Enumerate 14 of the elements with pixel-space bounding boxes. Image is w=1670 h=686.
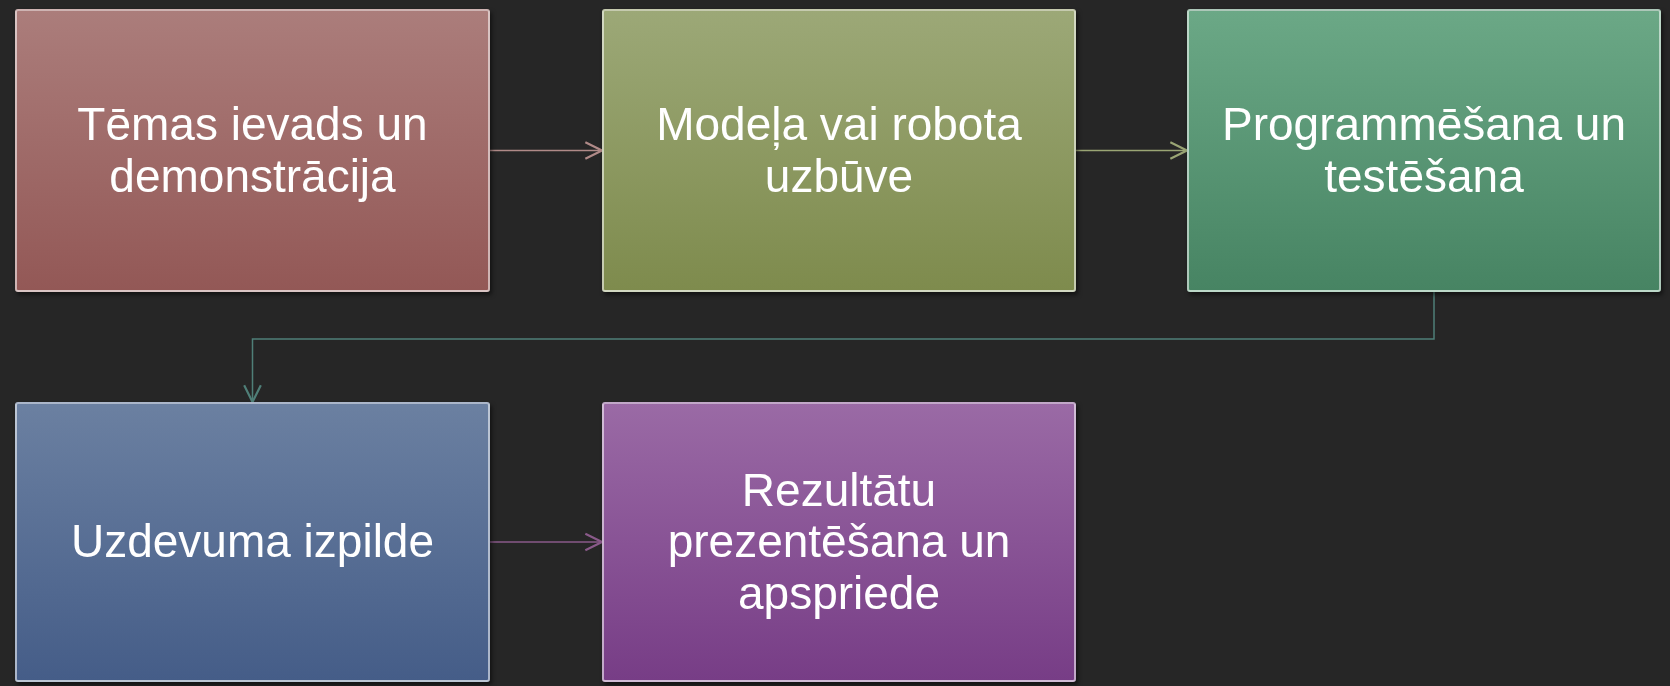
process-box <box>15 9 490 292</box>
step-text: Modeļa vai robota uzbūve <box>655 99 1023 202</box>
step-text: Uzdevuma izpilde <box>69 516 436 568</box>
step-text: Programmēšana un testēšana <box>1221 99 1627 202</box>
process-box <box>15 402 490 682</box>
process-box <box>602 9 1076 292</box>
arrow <box>489 532 604 552</box>
arrow <box>1075 141 1189 160</box>
arrow <box>489 141 604 160</box>
process-box <box>602 402 1076 682</box>
step-text: Rezultātu prezentēšana un apspriede <box>666 464 1012 620</box>
process-box <box>1187 9 1661 292</box>
step-text: Tēmas ievads un demonstrācija <box>76 99 429 202</box>
arrow <box>243 291 1435 404</box>
